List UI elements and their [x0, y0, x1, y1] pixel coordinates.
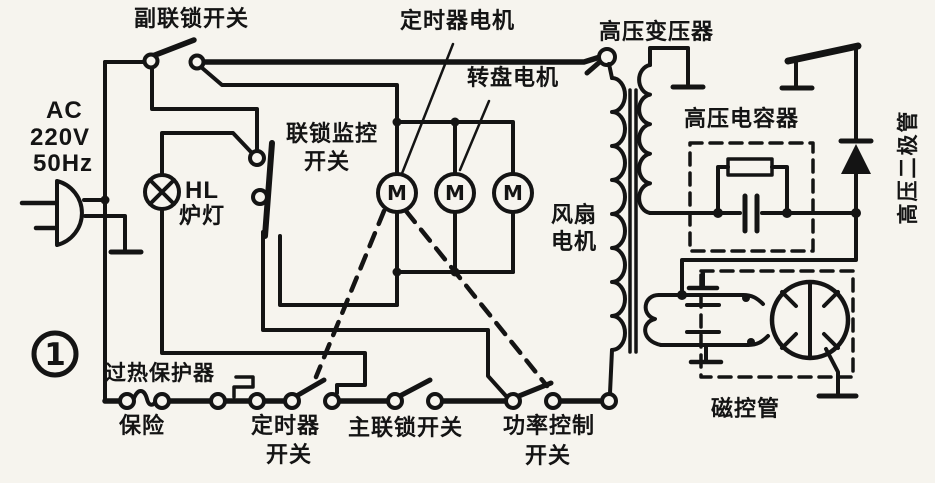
label-turntable-motor: 转盘电机 — [467, 65, 560, 90]
oven-lamp-icon — [143, 173, 181, 211]
label-interlock-monitor-2: 开关 — [304, 149, 351, 174]
label-overheat-protector: 过热保护器 — [105, 362, 215, 385]
ac-plug-icon — [19, 179, 144, 255]
label-timer-switch-2: 开关 — [266, 442, 313, 467]
label-lamp-code: HL — [185, 177, 219, 204]
aux-interlock-switch-icon — [142, 37, 206, 71]
power-control-switch-icon — [511, 380, 554, 401]
hv-capacitor-icon — [648, 141, 857, 253]
fuse-icon — [131, 389, 158, 407]
magnetron-icon — [643, 269, 859, 399]
hv-diode-icon — [680, 42, 874, 295]
label-fan-motor-2: 电机 — [551, 229, 598, 254]
overheat-protector-icon — [232, 375, 255, 399]
label-magnetron: 磁控管 — [711, 396, 781, 421]
figure-number: 1 — [44, 337, 66, 373]
label-hv-transformer: 高压变压器 — [599, 19, 715, 44]
label-fan-motor-1: 风扇 — [551, 202, 598, 227]
label-lamp-name: 炉灯 — [179, 203, 226, 228]
timer-motor-icon: M — [376, 172, 418, 214]
label-voltage: 220V — [30, 124, 91, 151]
label-hv-diode: 高压二极管 — [897, 109, 920, 225]
label-timer-switch-1: 定时器 — [251, 413, 321, 438]
circuit-wires — [102, 54, 603, 404]
svg-text:M: M — [445, 181, 465, 205]
hv-transformer-icon — [597, 46, 706, 410]
mechanical-linkage-dashes — [313, 208, 550, 389]
bus-contact-circles — [118, 392, 562, 410]
label-interlock-monitor-1: 联锁监控 — [286, 121, 379, 146]
label-power-control-1: 功率控制 — [503, 413, 596, 438]
label-hv-capacitor: 高压电容器 — [684, 106, 800, 131]
turntable-motor-icon: M — [434, 172, 476, 214]
fan-motor-icon: M — [492, 172, 534, 214]
interlock-monitor-switch-icon — [248, 140, 275, 239]
label-timer-motor: 定时器电机 — [400, 8, 516, 33]
figure-number-badge: 1 — [31, 330, 79, 378]
svg-text:M: M — [387, 181, 407, 205]
label-frequency: 50Hz — [33, 150, 94, 177]
junction-dots — [100, 117, 861, 300]
label-aux-interlock-switch: 副联锁开关 — [134, 6, 250, 31]
label-ac: AC — [46, 97, 83, 124]
label-fuse: 保险 — [119, 413, 166, 438]
label-main-interlock-switch: 主联锁开关 — [348, 415, 464, 440]
label-power-control-2: 开关 — [525, 443, 572, 468]
svg-text:M: M — [503, 181, 523, 205]
